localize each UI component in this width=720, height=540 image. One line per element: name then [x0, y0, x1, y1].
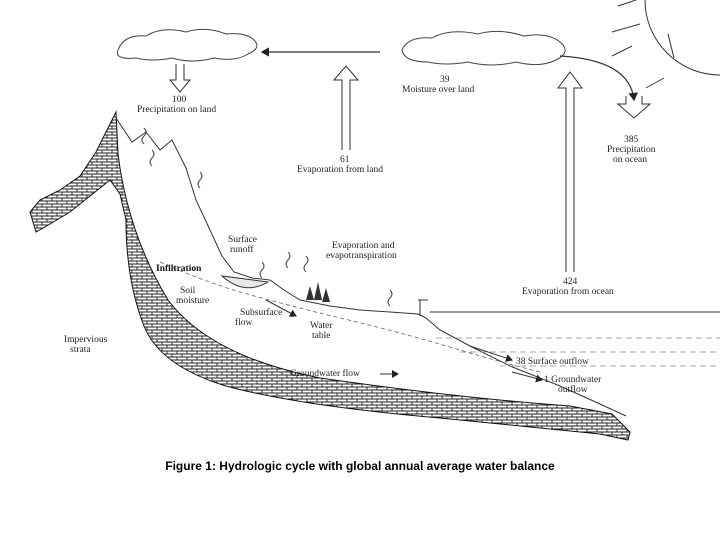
- moisture-land-text: Moisture over land: [402, 85, 475, 95]
- evapotrans-1: Evaporation and: [332, 241, 395, 251]
- infiltration-label: Infiltration: [156, 264, 202, 274]
- surface-outflow-arrow: [470, 346, 512, 360]
- moisture-land-value: 39: [440, 75, 450, 85]
- precip-ocean-text-1: Precipitation: [607, 145, 656, 155]
- water-table-2: table: [312, 331, 330, 341]
- surface-runoff-1: Surface: [228, 234, 257, 245]
- groundwater-flow-label: Groundwater flow: [290, 368, 360, 379]
- impervious-1: Impervious: [64, 335, 108, 345]
- impervious-2: strata: [70, 345, 91, 355]
- evap-land-value: 61: [340, 155, 350, 165]
- dock: [418, 300, 428, 316]
- evapotrans-2: evapotranspiration: [326, 251, 397, 261]
- evap-ocean-value: 424: [563, 277, 578, 287]
- evaporation-from-land-arrow: [334, 66, 358, 150]
- cloud-over-land: [117, 29, 257, 61]
- evap-ocean-text: Evaporation from ocean: [522, 286, 614, 297]
- groundwater-outflow-2: outflow: [558, 384, 588, 395]
- soil-moisture-2: moisture: [176, 296, 209, 306]
- surface-outflow-label: 38 Surface outflow: [516, 356, 589, 367]
- cloud-over-ocean: [402, 31, 565, 65]
- subsurface-flow-2: flow: [235, 317, 253, 328]
- evaporation-from-ocean-arrow: [558, 72, 582, 272]
- precip-land-text: Precipitation on land: [137, 105, 216, 115]
- impervious-strata: [30, 112, 630, 440]
- precip-ocean-value: 385: [624, 135, 639, 145]
- groundwater-outflow-1: 1 Groundwater: [544, 375, 602, 385]
- water-table-1: Water: [310, 321, 333, 331]
- subsurface-flow-1: Subsurface: [240, 307, 282, 318]
- figure-caption: Figure 1: Hydrologic cycle with global a…: [0, 459, 720, 473]
- hydrologic-cycle-diagram: 100 Precipitation on land 39 Moisture ov…: [0, 0, 720, 460]
- precipitation-on-land-arrow: [170, 64, 190, 92]
- precip-land-value: 100: [172, 95, 187, 105]
- soil-moisture-1: Soil: [180, 286, 196, 296]
- ocean-cloud-to-precip-arrow: [560, 56, 634, 100]
- sun-icon: [612, 0, 720, 88]
- tree-icons: [306, 282, 330, 302]
- evap-land-text: Evaporation from land: [297, 164, 383, 175]
- precip-ocean-text-2: on ocean: [613, 155, 647, 165]
- surface-runoff-2: runoff: [230, 244, 254, 255]
